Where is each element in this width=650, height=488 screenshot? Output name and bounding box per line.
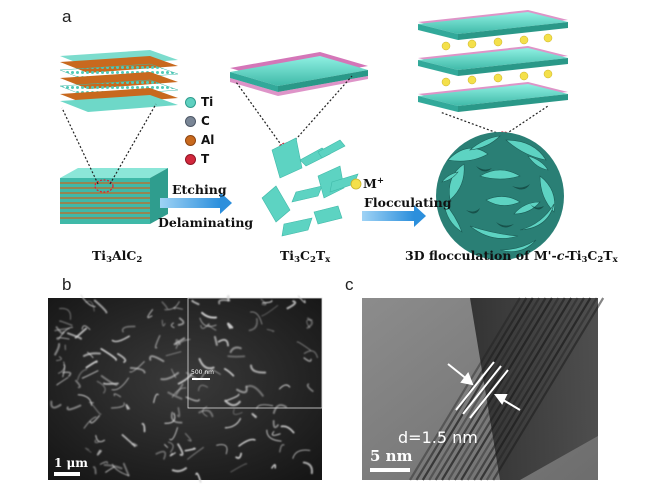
cation-symbol: M <box>363 176 377 191</box>
t-atom-icon <box>185 153 196 165</box>
ti-atom-icon <box>185 96 196 108</box>
panel-letter-b: b <box>62 275 72 294</box>
legend-label-al: Al <box>201 133 215 147</box>
label-ti3c2tx: Ti3C2Tx <box>280 248 331 265</box>
legend-item-ti: Ti <box>185 95 213 109</box>
cation-icon <box>350 178 362 190</box>
legend-item-t: T <box>185 152 209 166</box>
delaminating-label: Delaminating <box>158 215 254 230</box>
panel-letter-a: a <box>62 7 72 26</box>
cation-charge: + <box>376 176 384 186</box>
legend-label-c: C <box>201 114 210 128</box>
label-ti3alc2: Ti3AlC2 <box>92 248 143 265</box>
al-atom-icon <box>185 134 196 146</box>
panel-letter-c: c <box>345 275 354 294</box>
flocculated-ball <box>436 132 564 260</box>
label-3d-flocculation: 3D flocculation of M'-c-Ti3C2Tx <box>405 248 618 265</box>
legend-item-c: C <box>185 114 210 128</box>
tem-scale-label: 5 nm <box>370 447 413 465</box>
flocculating-arrow <box>362 211 414 221</box>
c-atom-icon <box>185 115 196 127</box>
legend-label-t: T <box>201 152 210 166</box>
legend-item-al: Al <box>185 133 214 147</box>
flocculating-label: Flocculating <box>364 195 452 210</box>
d-spacing-label: d=1.5 nm <box>398 428 478 447</box>
mxene-flakes <box>261 137 359 237</box>
cation-label: M+ <box>363 176 384 191</box>
max-lattice-model <box>59 50 179 112</box>
sem-scale-label: 1 μm <box>54 456 89 470</box>
etching-arrow <box>160 198 220 208</box>
legend-label-ti: Ti <box>201 95 214 109</box>
inset-scale-label: 500 nm <box>191 369 215 376</box>
mxene-sheet-model <box>230 52 368 96</box>
max-phase-block <box>60 168 168 224</box>
flocculated-stack-model <box>418 10 568 112</box>
etching-label: Etching <box>172 182 227 197</box>
